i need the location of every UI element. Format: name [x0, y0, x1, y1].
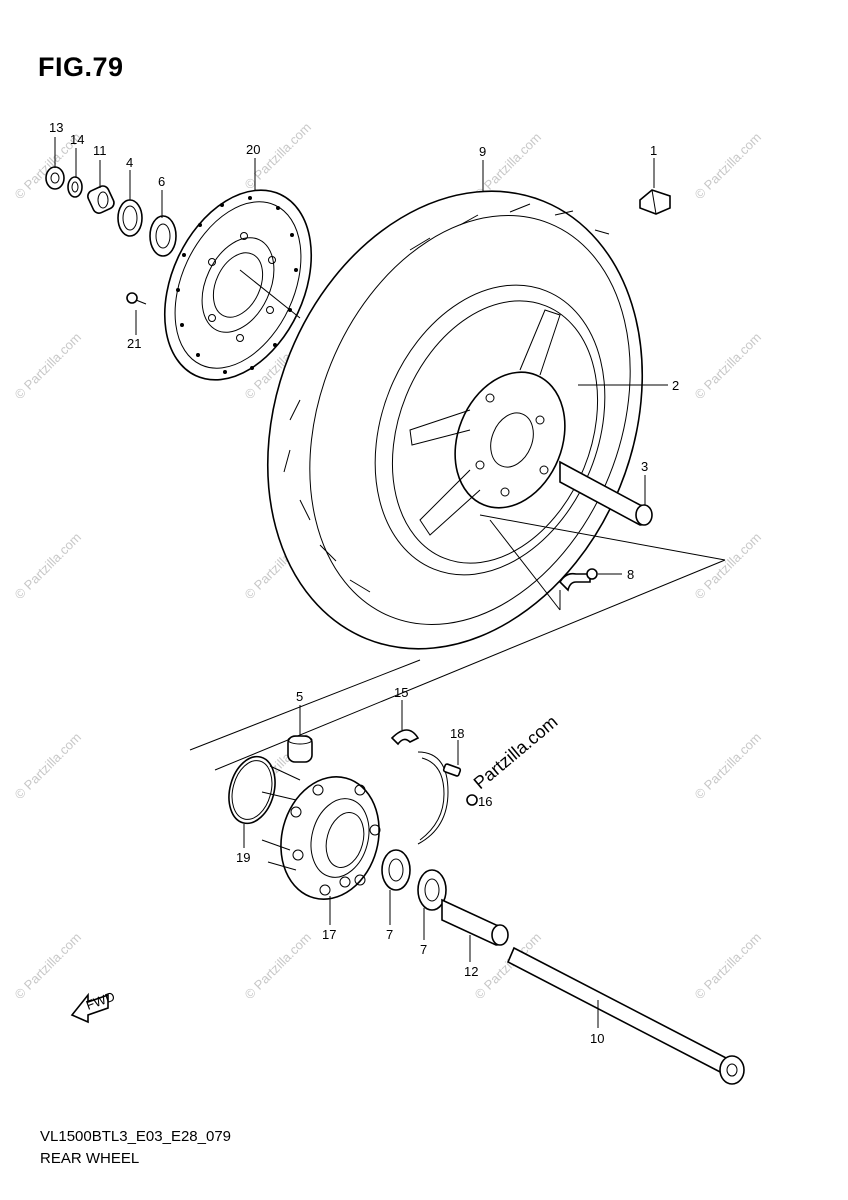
- diagram-name: REAR WHEEL: [40, 1150, 140, 1167]
- rear-axle: [506, 946, 745, 1085]
- figure-title: FIG.79: [38, 52, 124, 82]
- fwd-arrow-icon: FWD: [70, 989, 117, 1024]
- bearing-7a: [381, 849, 411, 891]
- bearing-7b: [417, 869, 447, 911]
- bearing-6: [149, 215, 177, 257]
- watermark: © Partzilla.com: [692, 130, 765, 203]
- callout-13: 13: [49, 120, 63, 135]
- callout-10: 10: [590, 1031, 604, 1046]
- diagram-code: VL1500BTL3_E03_E28_079: [40, 1128, 232, 1145]
- callout-9: 9: [479, 144, 486, 159]
- watermark: © Partzilla.com: [692, 930, 765, 1003]
- callout-21: 21: [127, 336, 141, 351]
- tire-valve: [558, 568, 598, 592]
- sensor-bracket: [417, 751, 478, 845]
- watermark: © Partzilla.com: [12, 730, 85, 803]
- callout-1: 1: [650, 143, 657, 158]
- callout-6: 6: [158, 174, 165, 189]
- watermark: © Partzilla.com: [692, 730, 765, 803]
- disc-bolt: [126, 292, 147, 305]
- callout-5: 5: [296, 689, 303, 704]
- callout-8: 8: [627, 567, 634, 582]
- screw: [442, 763, 462, 777]
- callout-4: 4: [126, 155, 133, 170]
- watermark: © Partzilla.com: [12, 530, 85, 603]
- rear-wheel: [266, 190, 644, 650]
- callout-12: 12: [464, 964, 478, 979]
- callout-16: 16: [478, 794, 492, 809]
- callout-7a: 7: [386, 927, 393, 942]
- callout-20: 20: [246, 142, 260, 157]
- hub-nut: [45, 166, 65, 190]
- drive-hub-flange: [261, 765, 381, 900]
- callout-3: 3: [641, 459, 648, 474]
- balance-weight: [639, 189, 671, 215]
- watermark: © Partzilla.com: [692, 330, 765, 403]
- cush-drive-damper: [287, 735, 313, 763]
- watermark: © Partzilla.com: [12, 930, 85, 1003]
- callout-14: 14: [70, 132, 84, 147]
- circlip: [390, 729, 420, 746]
- leader-lines: [54, 137, 668, 1028]
- o-ring: [228, 755, 276, 825]
- axle-spacer: [441, 898, 509, 946]
- oil-seal: [117, 199, 143, 237]
- callout-18: 18: [450, 726, 464, 741]
- washer: [67, 176, 83, 198]
- spacer-collar: [87, 185, 115, 214]
- callout-19: 19: [236, 850, 250, 865]
- callout-11: 11: [93, 143, 107, 158]
- callout-2: 2: [672, 378, 679, 393]
- brake-disc: [163, 189, 313, 381]
- callouts: 13 14 11 4 6 20 21 9 1 2 3 8 5 15 18 16 …: [49, 120, 679, 1046]
- callout-15: 15: [394, 685, 408, 700]
- watermark: © Partzilla.com: [12, 330, 85, 403]
- watermark: © Partzilla.com: [242, 930, 315, 1003]
- callout-17: 17: [322, 927, 336, 942]
- watermark: © Partzilla.com: [692, 530, 765, 603]
- axle-sleeve: [559, 460, 653, 526]
- callout-7b: 7: [420, 942, 427, 957]
- watermark-center: Partzilla.com: [470, 712, 562, 794]
